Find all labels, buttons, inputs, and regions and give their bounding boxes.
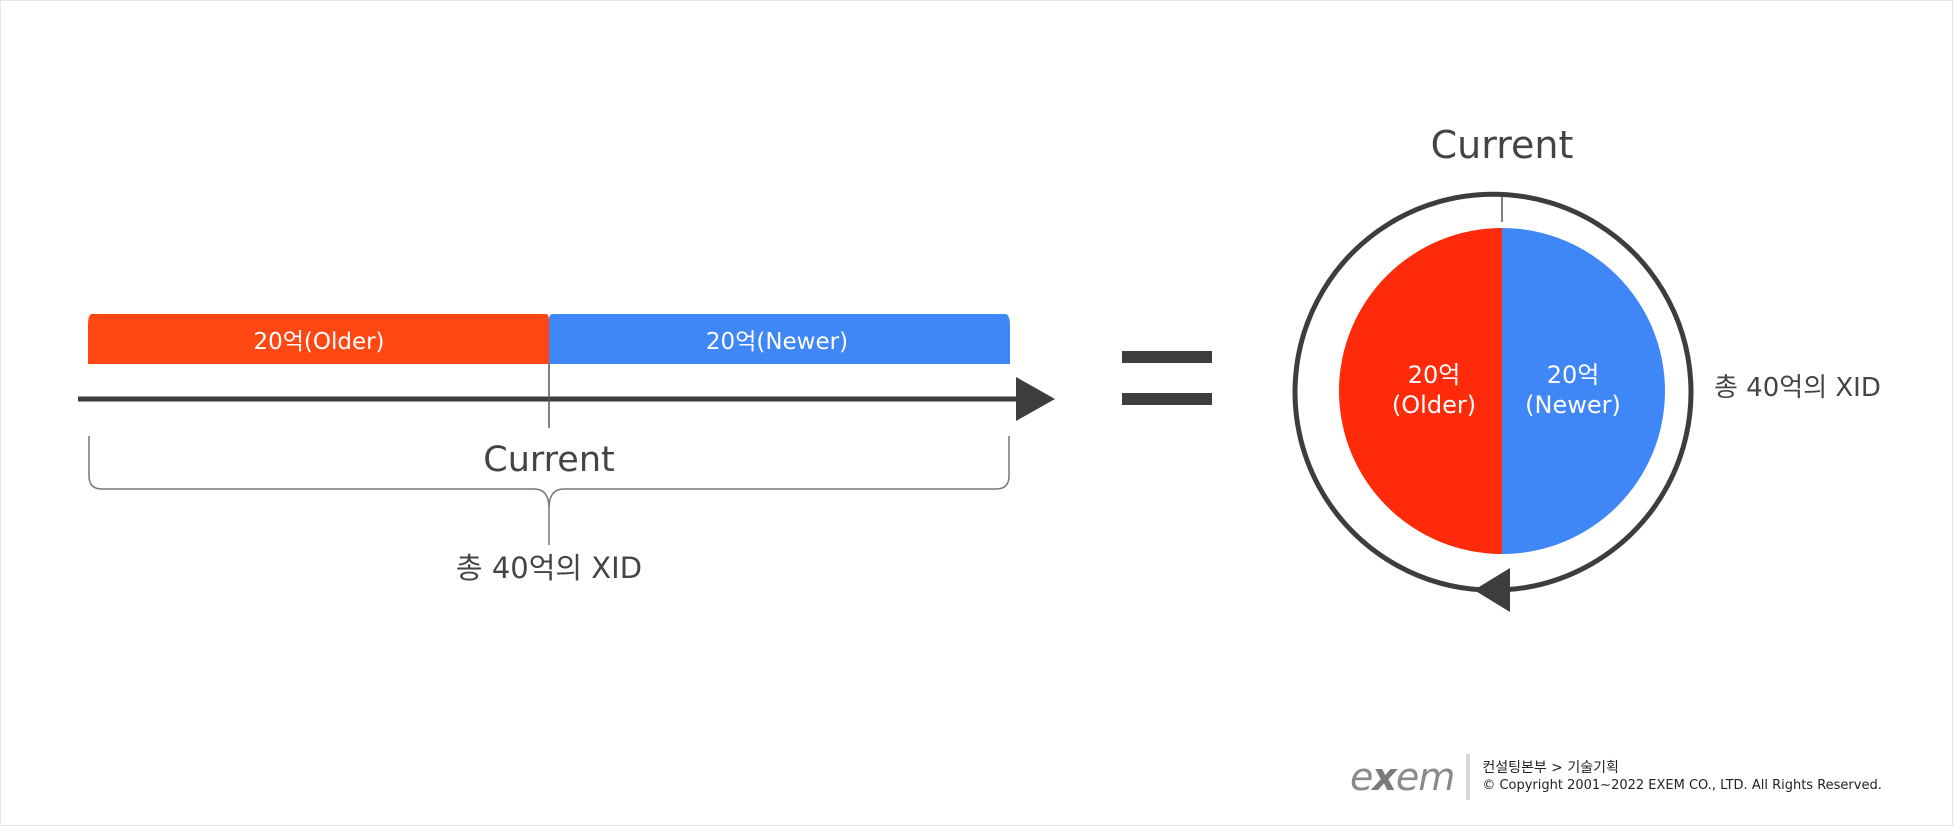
- equals-sign: [1122, 351, 1212, 405]
- newer-bar: [549, 314, 1010, 364]
- older-bar-label: 20억(Older): [253, 329, 384, 355]
- linear-current-label: Current: [483, 440, 614, 480]
- newer-half-label-line2: (Newer): [1525, 391, 1621, 419]
- newer-half-label-line1: 20억: [1547, 361, 1600, 389]
- older-half-label-line2: (Older): [1392, 391, 1476, 419]
- older-half: [1339, 228, 1502, 554]
- total-range-brace: [88, 436, 1010, 545]
- circle-total-label: 총 40억의 XID: [1714, 373, 1881, 403]
- footer-divider: [1466, 754, 1471, 800]
- footer-text: 컨설팅본부 > 기술기획 © Copyright 2001~2022 EXEM …: [1482, 759, 1882, 795]
- timeline-arrow-head: [1016, 377, 1055, 421]
- wraparound-arrow-head: [1474, 568, 1510, 612]
- footer-department: 컨설팅본부 > 기술기획: [1482, 760, 1619, 776]
- footer-copyright: © Copyright 2001~2022 EXEM CO., LTD. All…: [1482, 778, 1882, 793]
- linear-total-label: 총 40억의 XID: [456, 551, 642, 585]
- wraparound-ring: [1292, 191, 1694, 593]
- circle-current-label: Current: [1431, 123, 1574, 167]
- newer-bar-label: 20억(Newer): [706, 329, 848, 355]
- newer-half: [1502, 228, 1665, 554]
- older-half-label-line1: 20억: [1408, 361, 1461, 389]
- footer: exem 컨설팅본부 > 기술기획 © Copyright 2001~2022 …: [1350, 752, 1882, 802]
- circular-diagram: Current 20억 (Older) 20억 (Newer) 총 40억의 X…: [1292, 123, 1881, 612]
- older-bar: [88, 314, 549, 364]
- linear-diagram: 20억(Older) 20억(Newer) Current 총 40억의 XID: [78, 314, 1055, 585]
- exem-logo: exem: [1350, 755, 1455, 799]
